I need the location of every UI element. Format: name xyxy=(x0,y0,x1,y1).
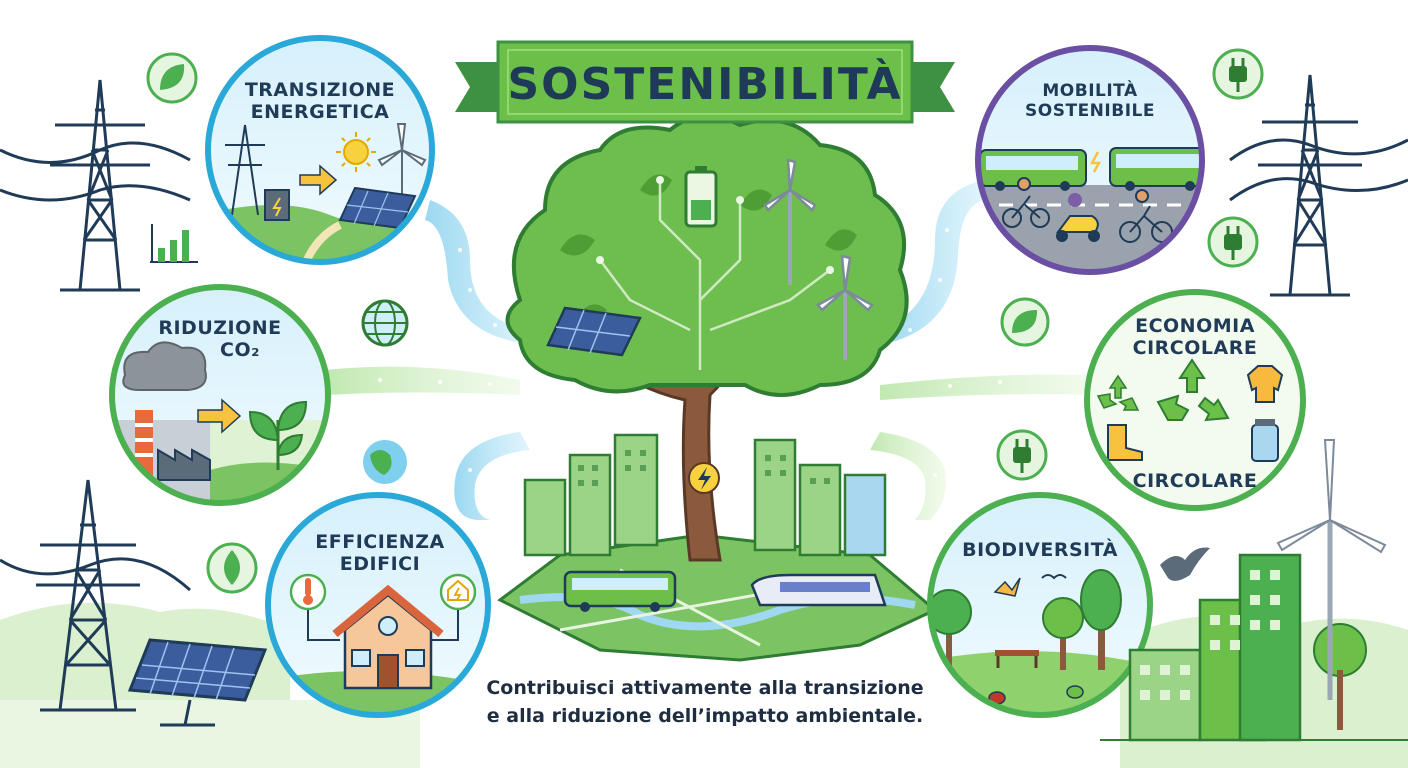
leaf-icon xyxy=(1000,297,1050,347)
leaf-icon xyxy=(248,400,308,470)
title-banner xyxy=(455,40,955,124)
lightning-icon xyxy=(688,462,720,494)
theme-title-biodiversity: BIODIVERSITÀ xyxy=(962,539,1118,561)
globe-icon xyxy=(361,299,409,347)
theme-circle-mobility xyxy=(975,45,1205,275)
globe-icon xyxy=(363,440,407,484)
theme-title-buildings-line2: EDIFICI xyxy=(339,552,421,575)
pylon-icon xyxy=(0,479,192,712)
flow-connectors xyxy=(325,180,1090,520)
wind-turbine-icon xyxy=(1276,439,1387,700)
tagline-line2: e alla riduzione dell’impatto ambientale… xyxy=(486,705,924,727)
theme-title-mobility-line1: MOBILITÀ xyxy=(1042,81,1138,101)
bird-icon xyxy=(993,577,1021,597)
theme-title-buildings-line1: EFFICIENZA xyxy=(315,531,445,553)
battery-icon xyxy=(684,166,718,228)
theme-title-mobility: MOBILITÀ SOSTENIBILE xyxy=(1010,81,1170,121)
plug-icon xyxy=(1207,216,1259,268)
bench-icon xyxy=(995,650,1039,668)
theme-title-co2-line2: CO₂ xyxy=(220,338,260,361)
pylon-icon xyxy=(0,79,191,292)
bar-chart-icon xyxy=(150,224,198,263)
theme-title-circular-bottom: CIRCOLARE xyxy=(1132,470,1258,492)
theme-title-circular-line2: CIRCOLARE xyxy=(1132,336,1258,359)
theme-title-circular: ECONOMIA CIRCOLARE xyxy=(1110,315,1280,360)
theme-circle-biodiversity xyxy=(927,492,1153,718)
theme-circle-energy xyxy=(205,35,435,265)
theme-circle-circular xyxy=(1084,289,1306,511)
solar-panel-icon xyxy=(127,638,268,727)
central-tree-city xyxy=(497,114,938,662)
pylon-icon xyxy=(225,124,265,216)
scooter-icon xyxy=(1056,193,1100,242)
solar-panel-icon xyxy=(546,306,642,357)
theme-circle-buildings xyxy=(265,492,491,718)
jar-icon xyxy=(1251,419,1279,462)
bus-icon xyxy=(563,570,677,612)
recycle-icon xyxy=(1156,358,1230,422)
plug-icon xyxy=(1212,48,1264,100)
tree-icon xyxy=(1080,569,1122,670)
city-buildings-right xyxy=(1100,553,1408,742)
tagline: Contribuisci attivamente alla transizion… xyxy=(480,677,930,727)
theme-title-buildings: EFFICIENZA EDIFICI xyxy=(300,531,460,576)
leaf-icon xyxy=(206,542,258,594)
theme-title-co2: RIDUZIONE CO₂ xyxy=(140,317,300,362)
theme-title-mobility-line2: SOSTENIBILE xyxy=(1025,100,1155,121)
bicycle-icon xyxy=(1002,177,1050,228)
tree-icon xyxy=(930,589,972,670)
bird-icon xyxy=(1160,547,1210,581)
wind-turbine-icon xyxy=(763,158,874,360)
tram-icon xyxy=(750,573,887,607)
jacket-icon xyxy=(1246,365,1284,403)
theme-title-co2-line1: RIDUZIONE xyxy=(158,317,282,339)
plug-icon xyxy=(996,429,1048,481)
bicycle-icon xyxy=(1119,189,1173,243)
thermometer-icon xyxy=(289,573,327,611)
sun-icon xyxy=(336,132,376,172)
smart-home-icon xyxy=(439,573,477,611)
theme-title-energy-line2: ENERGETICA xyxy=(250,100,390,123)
tagline-line1: Contribuisci attivamente alla transizion… xyxy=(486,677,924,699)
theme-title-energy: TRANSIZIONE ENERGETICA xyxy=(230,79,410,124)
wind-turbine-icon xyxy=(377,123,427,200)
theme-title-circular-line1: ECONOMIA xyxy=(1135,315,1255,337)
tree-icon xyxy=(1042,597,1084,670)
pylon-icon xyxy=(1229,74,1408,297)
leaf-icon xyxy=(146,52,198,104)
recycle-icon xyxy=(1096,374,1140,411)
page-title: SOSTENIBILITÀ xyxy=(507,58,903,110)
theme-title-energy-line1: TRANSIZIONE xyxy=(244,79,396,101)
